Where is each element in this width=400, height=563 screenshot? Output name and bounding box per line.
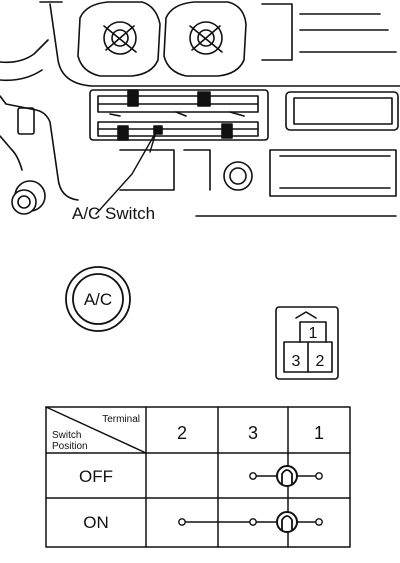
dash-upper-frame — [49, 3, 400, 87]
dash-lower-right-inner — [279, 155, 391, 189]
dashboard-illustration — [0, 1, 400, 217]
dash-knob-left — [11, 180, 46, 215]
continuity-marks — [178, 465, 323, 533]
round-vent-left — [77, 1, 161, 77]
terminal-dot-1 — [315, 518, 323, 526]
round-vent-right — [163, 1, 247, 77]
header-position: Position — [52, 441, 88, 452]
row-label-off: OFF — [79, 467, 113, 486]
header-terminal: Terminal — [102, 414, 140, 425]
connector-face — [275, 306, 339, 380]
terminal-dot-2 — [178, 518, 186, 526]
climate-control-panel — [89, 89, 269, 141]
dash-lower-mid-box — [183, 149, 211, 191]
header-switch: Switch — [52, 430, 81, 441]
callout-leader — [95, 131, 157, 215]
connector-pin-3: 3 — [292, 353, 301, 370]
terminal-1: 1 — [314, 423, 324, 443]
dash-left-contour-2 — [0, 69, 43, 82]
dash-upper-right-lines — [299, 13, 397, 53]
dash-upper-right-block — [261, 3, 293, 61]
dash-lower-right-box — [269, 149, 397, 197]
connector-pin-1: 1 — [309, 325, 318, 342]
terminal-dot-3 — [249, 472, 257, 480]
dash-panel-outline — [0, 95, 79, 201]
terminal-3: 3 — [248, 423, 258, 443]
row-label-on: ON — [83, 513, 109, 532]
header-diagonal — [45, 406, 147, 454]
terminal-2: 2 — [177, 423, 187, 443]
ac-button — [65, 266, 131, 332]
dash-left-switch — [17, 107, 35, 135]
dash-left-contour — [0, 39, 49, 64]
terminal-dot-1 — [315, 472, 323, 480]
indicator-bulb-symbol — [276, 511, 298, 533]
dash-display-inner — [293, 97, 393, 125]
dash-lower-left-box — [119, 149, 175, 191]
dash-knob-center — [223, 161, 253, 191]
terminal-dot-3 — [249, 518, 257, 526]
ac-switch-callout-label: A/C Switch — [72, 204, 155, 223]
indicator-bulb-symbol — [276, 465, 298, 487]
ac-button-label: A/C — [84, 290, 112, 309]
dash-lower-edge — [0, 135, 23, 171]
dash-display-recess — [285, 91, 399, 131]
connector-pin-2: 2 — [316, 353, 325, 370]
